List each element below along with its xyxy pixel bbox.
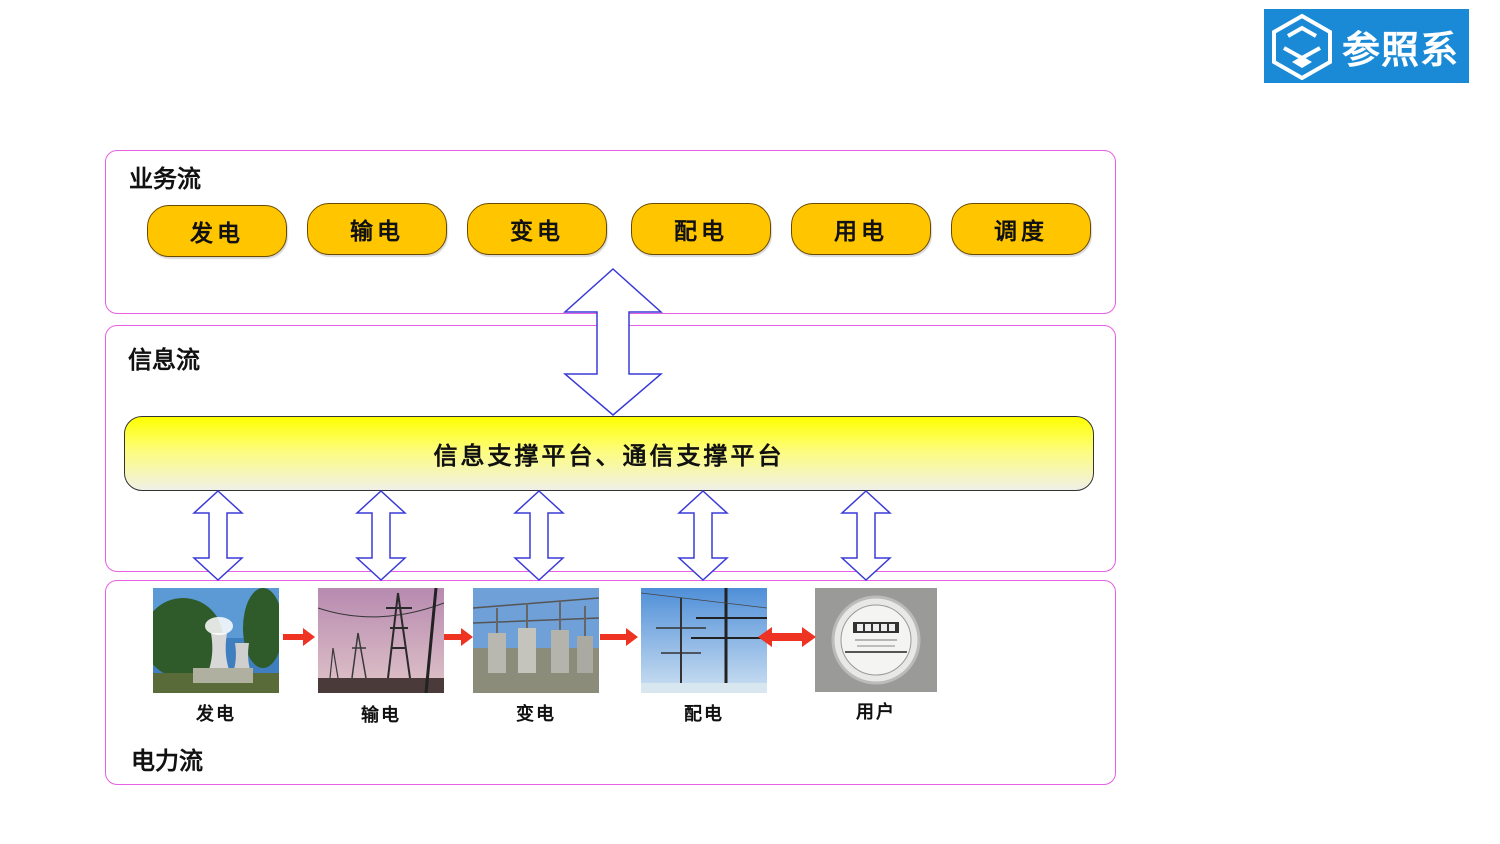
business-item-distribution: 配电 bbox=[631, 203, 771, 255]
station-label-distribution: 配电 bbox=[684, 704, 724, 725]
logo-text: 参照系 bbox=[1342, 27, 1460, 72]
station-label-substation: 变电 bbox=[516, 704, 556, 725]
business-item-transformation: 变电 bbox=[467, 203, 607, 255]
support-platform-bar: 信息支撑平台、通信支撑平台 bbox=[124, 416, 1094, 491]
distribution-pole-photo bbox=[641, 588, 767, 693]
info-flow-title: 信息流 bbox=[128, 346, 200, 374]
substation-photo bbox=[473, 588, 599, 693]
business-flow-title: 业务流 bbox=[129, 165, 201, 193]
station-label-user: 用户 bbox=[856, 702, 896, 723]
cube-logo-icon bbox=[1272, 13, 1332, 80]
power-flow-title: 电力流 bbox=[131, 747, 203, 775]
business-item-generation: 发电 bbox=[147, 205, 287, 257]
electric-meter-photo bbox=[815, 588, 937, 692]
brand-logo: 参照系 bbox=[1264, 9, 1469, 83]
station-label-generation: 发电 bbox=[196, 704, 236, 725]
business-item-transmission: 输电 bbox=[307, 203, 447, 255]
business-item-consumption: 用电 bbox=[791, 203, 931, 255]
business-item-dispatch: 调度 bbox=[951, 203, 1091, 255]
power-plant-photo bbox=[153, 588, 279, 693]
transmission-tower-photo bbox=[318, 588, 444, 693]
station-label-transmission: 输电 bbox=[361, 705, 401, 726]
